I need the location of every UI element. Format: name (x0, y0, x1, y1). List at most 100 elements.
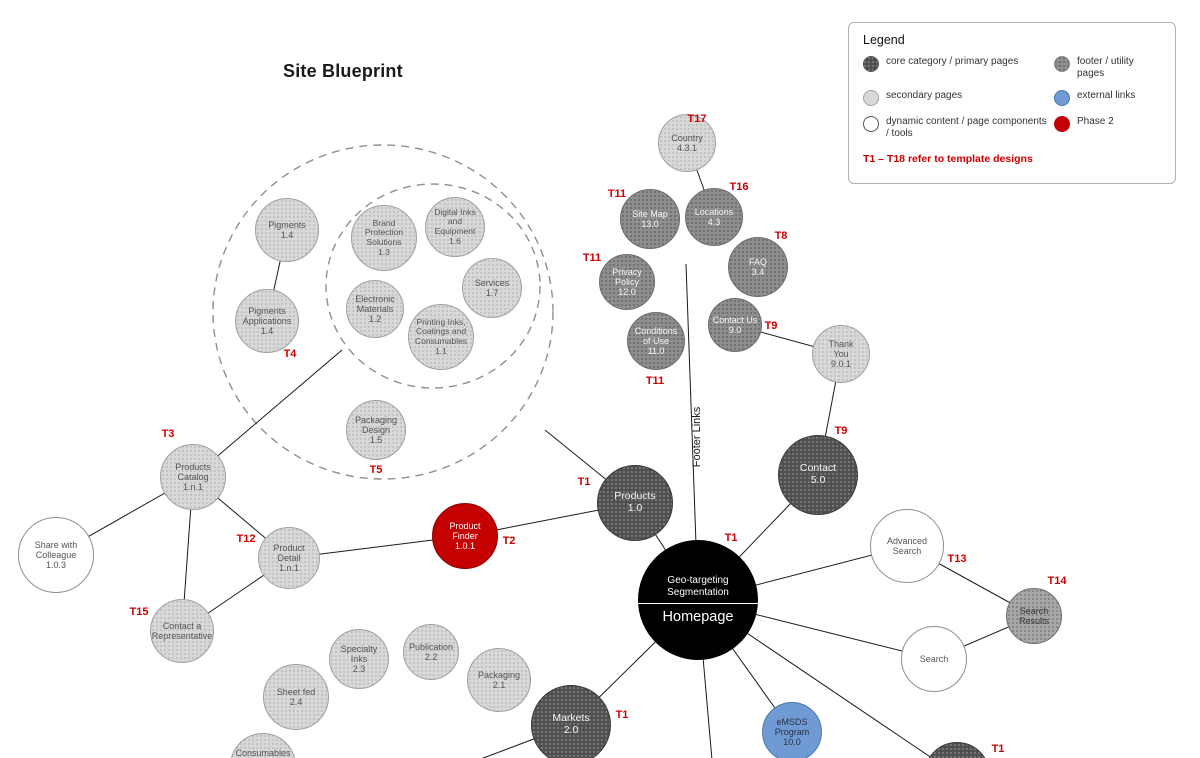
node-label-line: Share with (34, 539, 78, 550)
node-label-line: Search (919, 653, 949, 664)
legend-grid: core category / primary pages footer / u… (863, 56, 1161, 140)
node-label-line: Markets (552, 712, 590, 725)
legend-label-phase2: Phase 2 (1077, 116, 1114, 127)
legend-item-footer: footer / utility pages (1054, 56, 1161, 80)
node-label-line: Locations (694, 206, 734, 217)
node-label-line: 2.3 (352, 664, 366, 675)
node-label-line: Site Map (632, 208, 668, 219)
node-label-line: Applications (242, 315, 292, 326)
node-label-line: Specialty (340, 643, 378, 654)
node-label-line: Contact (799, 462, 837, 475)
node-label-line: Detail (277, 552, 301, 563)
node-label-line: Thank (828, 338, 854, 349)
node-label-line: 11.0 (647, 346, 665, 357)
template-tag-conditions: T11 (645, 375, 665, 387)
node-label-line: Product (449, 520, 481, 531)
node-label-line: 1.3 (378, 246, 390, 257)
node-label-line: Consumables (235, 748, 291, 758)
node-label-line: Packaging (477, 669, 521, 680)
template-tag-search-results: T14 (1047, 575, 1067, 587)
node-label-line: 1.7 (485, 288, 499, 298)
template-tag-products: T1 (577, 476, 591, 488)
template-tag-packaging-design: T5 (369, 464, 383, 476)
node-label-line: of Use (642, 335, 669, 346)
node-label-line: 9.0 (728, 325, 742, 335)
node-label-line: 1.n.1 (182, 482, 204, 493)
node-label-line: Advanced (886, 535, 928, 546)
node-search: Search (901, 626, 967, 692)
legend: Legend core category / primary pages foo… (848, 22, 1176, 184)
node-label-line: 1.n.1 (278, 563, 300, 574)
node-label-line: Sheet fed (276, 686, 316, 697)
template-tag-bottom-right: T1 (991, 743, 1005, 755)
node-label-line: Products (175, 461, 211, 472)
node-label-line: 1.0 (627, 502, 643, 514)
node-label-line: 10.0 (783, 737, 801, 748)
node-label-line: 1.0.3 (45, 560, 67, 571)
node-label-line: 1.6 (449, 235, 461, 246)
node-label-line: Design (361, 424, 390, 435)
dynamic-content-swatch (863, 116, 879, 132)
legend-item-secondary: secondary pages (863, 90, 1048, 106)
node-label-line: Product (273, 542, 305, 553)
template-tag-product-finder: T2 (502, 535, 516, 547)
node-label-line: 5.0 (810, 474, 826, 486)
node-label-line: Contact Us (712, 314, 758, 325)
node-label-line: Brand (372, 217, 396, 228)
node-label-line: Representative (151, 631, 213, 641)
node-label-line: Privacy (612, 266, 642, 277)
homepage-divider (638, 602, 758, 604)
node-label-line: 9.0.1 (830, 359, 852, 370)
legend-item-external: external links (1054, 90, 1161, 106)
template-tag-privacy: T11 (582, 252, 602, 264)
template-tag-adv-search: T13 (947, 553, 967, 565)
template-tag-pigments-app: T4 (283, 348, 297, 360)
node-label-line: Colleague (35, 549, 77, 560)
node-label-line: eMSDS (776, 716, 808, 727)
node-label-line: Consumables (415, 336, 467, 346)
node-label-line: Coatings and (415, 326, 467, 337)
legend-label-secondary: secondary pages (886, 90, 963, 101)
template-tag-products-catalog: T3 (161, 428, 175, 440)
phase2-swatch (1054, 116, 1070, 132)
footer-page-swatch (1054, 56, 1070, 72)
legend-label-footer: footer / utility pages (1077, 56, 1134, 79)
node-label-line: Program (774, 726, 810, 737)
template-tag-contact: T9 (834, 425, 848, 437)
node-label-line: 4.3 (707, 217, 721, 227)
node-consumables: Consumables (230, 733, 296, 758)
node-label-line: 1.1 (435, 345, 447, 356)
legend-item-core: core category / primary pages (863, 56, 1048, 72)
node-label-line: Materials (356, 303, 394, 314)
node-label-line: Equipment (434, 226, 476, 236)
node-label-line: 2.2 (424, 652, 438, 662)
legend-item-phase2: Phase 2 (1054, 116, 1161, 132)
template-tag-markets: T1 (615, 709, 629, 721)
node-label-line: and (447, 216, 463, 227)
node-label-line: 1.2 (368, 314, 382, 325)
